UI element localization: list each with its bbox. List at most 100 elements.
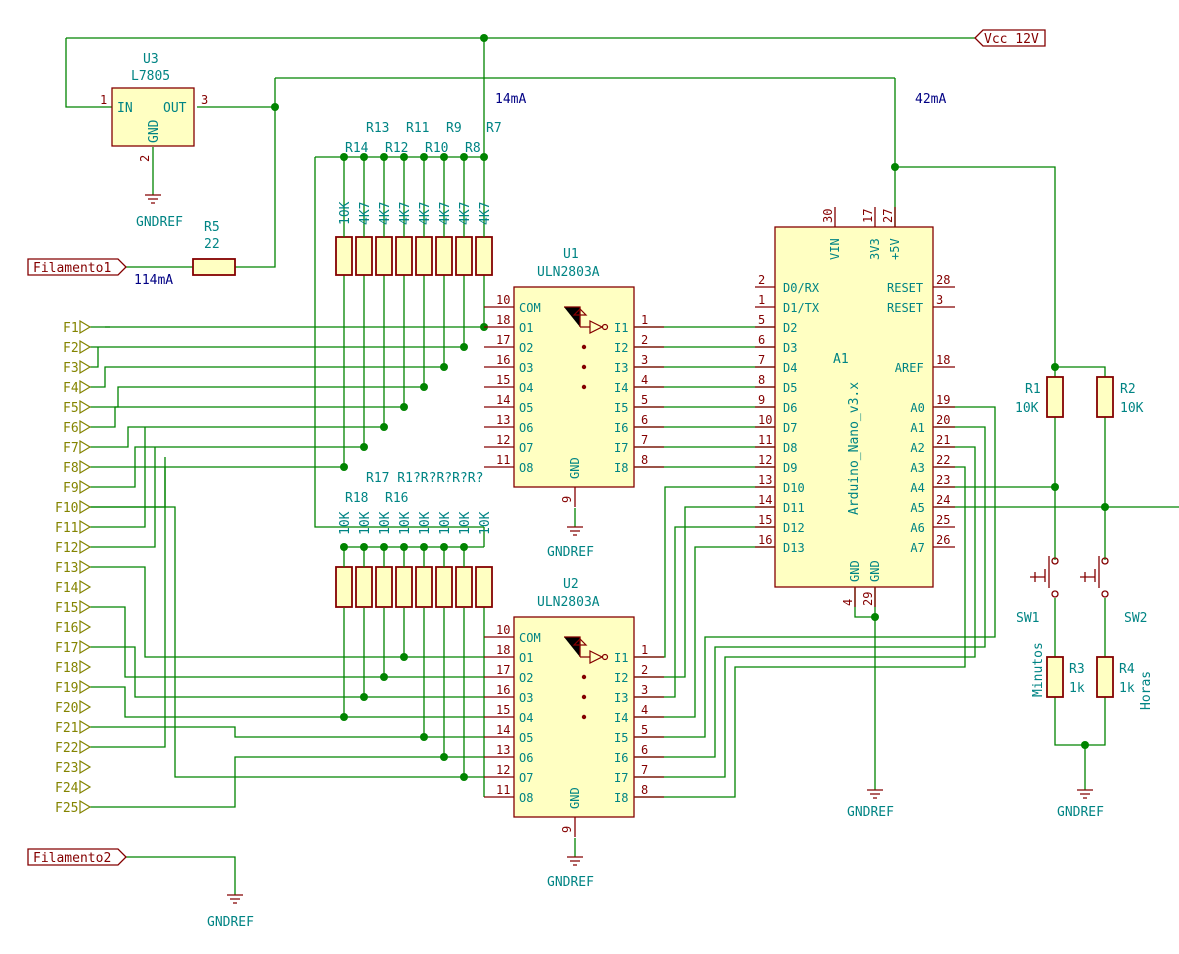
u2-ref: U2 (563, 577, 579, 592)
arduino-top-pin-name: 3V3 (868, 238, 882, 260)
f-label-arrow-icon (79, 539, 92, 555)
f-label-text: F12 (55, 541, 78, 556)
arduino-left-pin-name: D7 (783, 421, 797, 435)
bottom-resistor-body (435, 566, 453, 608)
gndref-label: GNDREF (847, 805, 894, 820)
top-resistor-value: 4K7 (418, 202, 433, 225)
r2-value: 10K (1120, 401, 1144, 416)
uln-output-pin-number: 18 (496, 643, 510, 657)
sw2-switch: SW2 Horas (1080, 556, 1154, 710)
f-label-text: F23 (55, 761, 78, 776)
arduino-right-pin-number: 18 (936, 353, 950, 367)
sw1-switch: SW1 Minutos (1016, 556, 1059, 697)
uln-output-label: O7 (519, 441, 533, 455)
u1-uln2803a: U1 ULN2803A (513, 247, 635, 488)
bottom-resistor-body (375, 566, 393, 608)
uln-inverter-bubble (601, 653, 609, 661)
uln-input-pin-number: 1 (641, 313, 648, 327)
bottom-resistor-value: 10K (438, 511, 453, 535)
uln-continuation-dot (581, 384, 587, 390)
uln-input-label: I4 (614, 711, 628, 725)
uln-diode-icon (572, 638, 588, 646)
gndref-label: GNDREF (136, 215, 183, 230)
uln-input-pin-number: 7 (641, 763, 648, 777)
gndref-label: GNDREF (547, 545, 594, 560)
bottom-resistor-body (455, 566, 473, 608)
uln-com-pin-number: 10 (496, 293, 510, 307)
top-resistor-value: 4K7 (398, 202, 413, 225)
uln-gnd-label: GND (568, 787, 582, 809)
top-res-ref-lower-1: R12 (385, 141, 408, 156)
f-labels: F1F2F3F4F5F6F7F8F9F10F11F12F13F14F15F16F… (55, 319, 92, 816)
uln-output-pin-number: 14 (496, 723, 510, 737)
uln-output-label: O2 (519, 341, 533, 355)
f-label-arrow-icon (79, 519, 92, 535)
f-label-text: F17 (55, 641, 78, 656)
gndref-label: GNDREF (1057, 805, 1104, 820)
arduino-right-pin-name: A7 (910, 541, 924, 555)
f-label-arrow-icon (79, 579, 92, 595)
uln-output-pin-number: 15 (496, 703, 510, 717)
arduino-top-pin-name: +5V (888, 238, 902, 260)
f-label-text: F4 (63, 381, 79, 396)
top-resistor-labels: R13 R11 R9 R7 R14 R12 R10 R8 (345, 121, 502, 156)
uln-diode-icon (572, 308, 588, 316)
arduino-right-pin-number: 19 (936, 393, 950, 407)
uln-output-pin-number: 15 (496, 373, 510, 387)
top-res-ref-upper-1: R11 (406, 121, 429, 136)
f-label-arrow-icon (79, 759, 92, 775)
bottom-resistor-labels: R17 R1?R?R?R?R? R18 R16 (345, 471, 483, 506)
sw1-ref: SW1 (1016, 611, 1039, 626)
u1-ref: U1 (563, 247, 579, 262)
arduino-left-pin-number: 6 (758, 333, 765, 347)
f-label-text: F21 (55, 721, 78, 736)
top-resistor-body (475, 236, 493, 276)
uln-input-label: I6 (614, 421, 628, 435)
filamento2-label: Filamento2 (27, 848, 127, 866)
arduino-left-pin-name: D2 (783, 321, 797, 335)
uln-output-label: O6 (519, 751, 533, 765)
uln-input-label: I7 (614, 771, 628, 785)
f-label-arrow-icon (79, 439, 92, 455)
f-label-text: F10 (55, 501, 78, 516)
arduino-left-pin-number: 5 (758, 313, 765, 327)
arduino-left-pin-name: D5 (783, 381, 797, 395)
arduino-right-pin-number: 23 (936, 473, 950, 487)
arduino-left-pin-number: 8 (758, 373, 765, 387)
filamento2-text: Filamento2 (33, 851, 111, 866)
uln-input-pin-number: 8 (641, 453, 648, 467)
arduino-left-pin-number: 13 (758, 473, 772, 487)
arduino-top-pin-number: 30 (821, 209, 835, 223)
f-label-arrow-icon (79, 319, 92, 335)
uln-continuation-dot (581, 714, 587, 720)
arduino-left-pin-name: D6 (783, 401, 797, 415)
arduino-right-pin-number: 25 (936, 513, 950, 527)
gnd-icon (567, 526, 583, 536)
arduino-bottom-pin-number: 29 (861, 592, 875, 606)
uln-input-label: I2 (614, 341, 628, 355)
r3-ref: R3 (1069, 662, 1085, 677)
top-resistor-body (335, 236, 353, 276)
arduino-left-pin-name: D8 (783, 441, 797, 455)
arduino-left-pin-number: 10 (758, 413, 772, 427)
f-label-arrow-icon (79, 459, 92, 475)
uln-input-pin-number: 8 (641, 783, 648, 797)
f-label-arrow-icon (79, 479, 92, 495)
arduino-left-pin-number: 1 (758, 293, 765, 307)
f-label-text: F15 (55, 601, 78, 616)
r1-resistor: R1 10K (1015, 376, 1064, 418)
uln-input-label: I2 (614, 671, 628, 685)
arduino-right-pin-name: A6 (910, 521, 924, 535)
uln-input-label: I1 (614, 651, 628, 665)
bottom-resistor-body (415, 566, 433, 608)
uln-output-label: O3 (519, 361, 533, 375)
f-label-text: F2 (63, 341, 79, 356)
f-label-arrow-icon (79, 499, 92, 515)
u3-pin1: 1 (100, 93, 107, 107)
uln-output-label: O6 (519, 421, 533, 435)
a1-ref: A1 (833, 352, 849, 367)
uln-output-pin-number: 12 (496, 433, 510, 447)
r5-ref: R5 (204, 220, 220, 235)
